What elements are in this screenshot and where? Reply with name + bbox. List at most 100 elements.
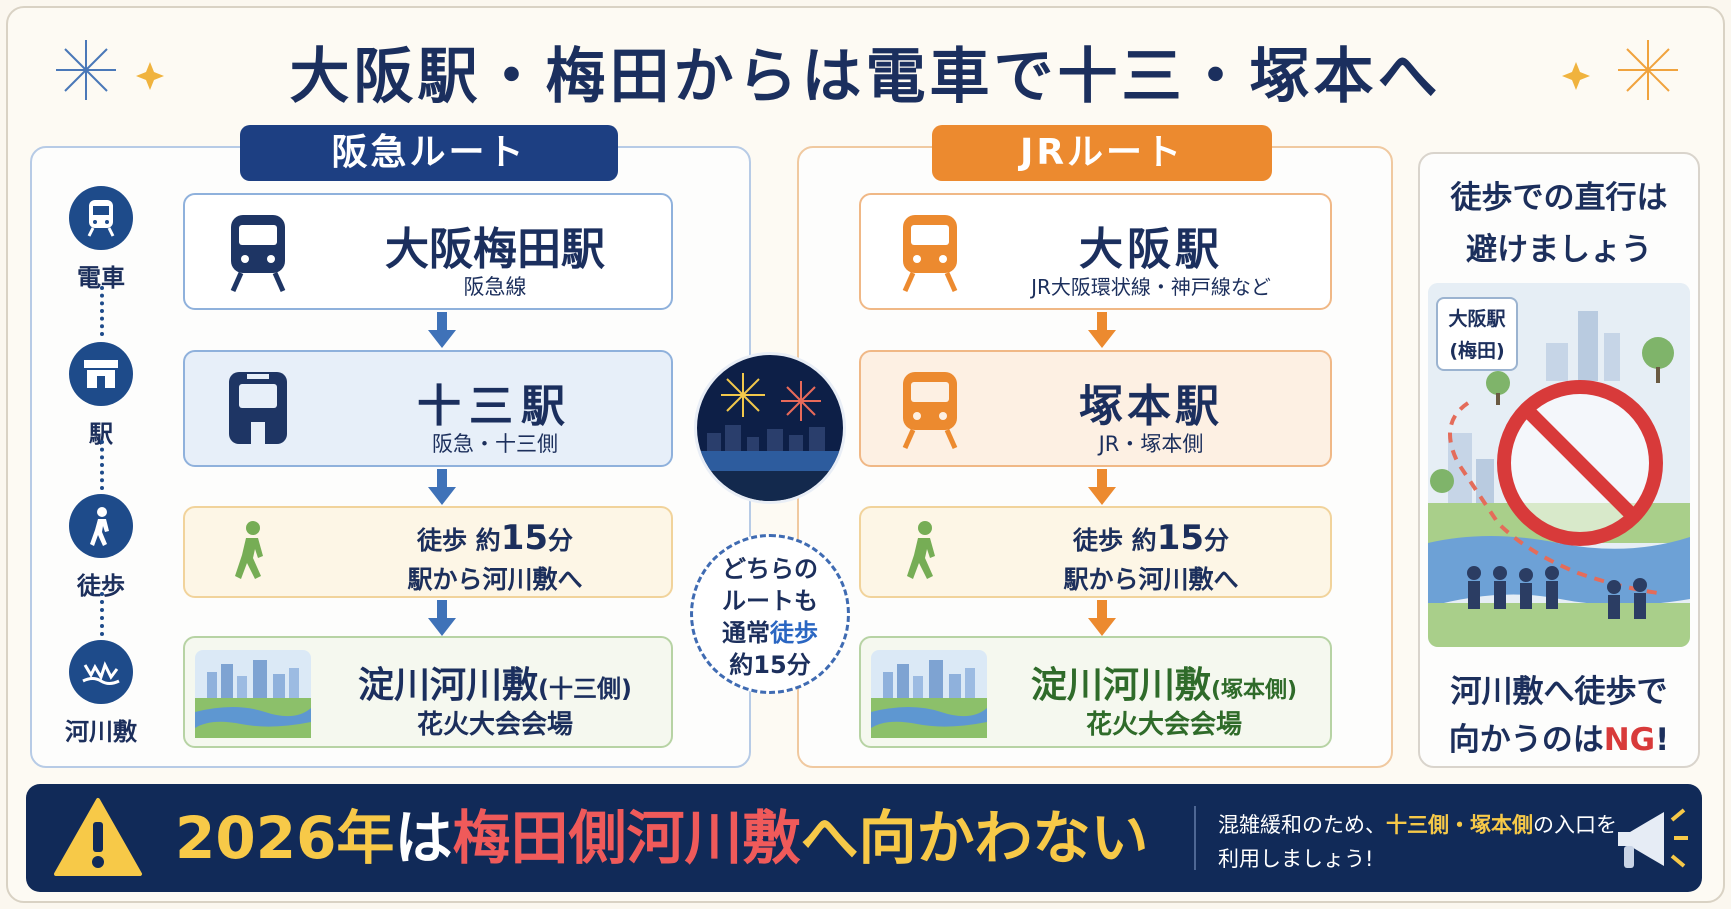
walk-time-label: 徒歩 約	[416, 526, 501, 555]
walking-time-note: どちらの ルートも 通常徒歩 約15分	[690, 534, 850, 694]
warning-icon	[54, 798, 142, 876]
note-text: の入口を	[1533, 813, 1617, 837]
line-name: 阪急線	[463, 275, 527, 299]
venue-label: 花火大会会場	[1085, 710, 1242, 740]
station-name: 十三駅	[417, 381, 573, 432]
note-highlight: 十三側・塚本側	[1386, 813, 1533, 837]
walk-unit: 分	[548, 526, 574, 555]
note-line: 通常徒歩	[693, 617, 847, 649]
riverbank-image	[195, 650, 311, 738]
ng-message: 河川敷へ徒歩で 向かうのはNG!	[1418, 668, 1700, 764]
page-title: 大阪駅・梅田からは電車で十三・塚本へ	[289, 42, 1442, 112]
note-line: どちらの	[722, 555, 818, 583]
legend-station: 駅	[60, 342, 142, 449]
train-icon	[69, 186, 133, 250]
walk-minutes: 15	[1156, 518, 1205, 558]
venue-name-text: 淀川河川敷	[1030, 665, 1211, 706]
banner-location: 梅田側河川敷	[452, 804, 801, 872]
arrow-down-icon	[1088, 600, 1116, 636]
venue-side: (十三側)	[538, 675, 632, 703]
jr-step-walk: 徒歩 約15分 駅から河川敷へ	[859, 506, 1332, 598]
megaphone-icon	[1618, 808, 1688, 868]
walk-minutes: 15	[500, 518, 549, 558]
walk-unit: 分	[1204, 526, 1230, 555]
ng-title-line: 徒歩での直行は	[1450, 180, 1668, 216]
banner-divider	[1194, 806, 1196, 870]
walking-person-icon	[69, 494, 133, 558]
banner-headline: 2026年は梅田側河川敷へ向かわない	[175, 797, 1148, 879]
note-highlight: 徒歩	[770, 619, 818, 647]
station-name: 塚本駅	[1079, 381, 1223, 432]
station-name: 大阪梅田駅	[385, 224, 605, 275]
train-icon	[902, 215, 958, 293]
legend-riverbank: 河川敷	[60, 640, 142, 747]
ng-title: 徒歩での直行は 避けましょう	[1418, 172, 1700, 276]
ng-label: NG	[1603, 722, 1656, 758]
warning-banner	[26, 784, 1702, 892]
train-icon	[230, 215, 286, 293]
venue-name: 淀川河川敷(塚本側)	[999, 656, 1329, 708]
banner-note: 混雑緩和のため、十三側・塚本側の入口を利用しましょう!	[1218, 808, 1638, 876]
station-icon	[69, 342, 133, 406]
fireworks-illustration	[694, 352, 846, 504]
note-line: ルートも	[722, 587, 818, 615]
no-walking-illustration: 大阪駅 (梅田)	[1428, 283, 1690, 647]
ng-message-line: 向かうのはNG!	[1418, 716, 1700, 764]
walk-time: 徒歩 約15分	[981, 518, 1321, 558]
legend-train: 電車	[60, 186, 142, 293]
station-name: 大阪駅	[1079, 224, 1223, 275]
note-text: 利用しましょう!	[1218, 847, 1374, 871]
line-name: JR・塚本側	[1098, 432, 1204, 456]
jr-step-tsukamoto: 塚本駅 JR・塚本側	[859, 350, 1332, 467]
walk-time: 徒歩 約15分	[325, 518, 665, 558]
walk-destination: 駅から河川敷へ	[407, 565, 583, 594]
legend-label: 河川敷	[65, 718, 137, 746]
train-icon	[229, 372, 287, 444]
banner-action: へ向かわない	[800, 804, 1149, 872]
walk-time-label: 徒歩 約	[1072, 526, 1157, 555]
riverbank-image	[871, 650, 987, 738]
line-name: JR大阪環状線・神戸線など	[1031, 275, 1271, 299]
venue-name-text: 淀川河川敷	[358, 665, 539, 706]
venue-label: 花火大会会場	[416, 710, 573, 740]
arrow-down-icon	[428, 469, 456, 505]
ng-message-text: 向かうのは	[1448, 722, 1604, 758]
jr-route-tag: JRルート	[932, 125, 1272, 181]
arrow-down-icon	[1088, 469, 1116, 505]
note-line: 約15分	[729, 651, 811, 679]
arrow-down-icon	[428, 600, 456, 636]
legend-walk: 徒歩	[60, 494, 142, 601]
label-line: (梅田)	[1449, 340, 1505, 362]
venue-name: 淀川河川敷(十三側)	[325, 656, 665, 708]
ng-message-text: !	[1655, 722, 1670, 758]
jr-step-osaka: 大阪駅 JR大阪環状線・神戸線など	[859, 193, 1332, 310]
arrow-down-icon	[1088, 312, 1116, 348]
legend-connector	[100, 286, 104, 336]
label-line: 大阪駅	[1448, 308, 1506, 330]
banner-year: 2026年	[175, 804, 395, 872]
hankyu-step-riverbank: 淀川河川敷(十三側) 花火大会会場	[183, 636, 673, 748]
firework-decoration-icon	[56, 40, 164, 100]
walking-person-icon	[907, 521, 935, 579]
ng-title-line: 避けましょう	[1466, 232, 1652, 268]
venue-side: (塚本側)	[1210, 678, 1298, 703]
legend-connector	[100, 592, 104, 636]
osaka-station-label: 大阪駅 (梅田)	[1436, 297, 1518, 371]
walking-person-icon	[235, 521, 263, 579]
arrow-down-icon	[428, 312, 456, 348]
banner-particle: は	[394, 804, 453, 872]
hankyu-step-umeda: 大阪梅田駅 阪急線	[183, 193, 673, 310]
legend-connector	[100, 440, 104, 490]
hankyu-step-juso: 十三駅 阪急・十三側	[183, 350, 673, 467]
jr-step-riverbank: 淀川河川敷(塚本側) 花火大会会場	[859, 636, 1332, 748]
hankyu-step-walk: 徒歩 約15分 駅から河川敷へ	[183, 506, 673, 598]
walk-destination: 駅から河川敷へ	[1063, 565, 1239, 594]
firework-decoration-icon	[1562, 40, 1678, 100]
note-text: 混雑緩和のため、	[1218, 813, 1386, 837]
line-name: 阪急・十三側	[432, 432, 558, 456]
hankyu-route-tag: 阪急ルート	[240, 125, 618, 181]
train-icon	[902, 372, 958, 450]
ng-message-line: 河川敷へ徒歩で	[1450, 674, 1668, 710]
riverbank-icon	[69, 640, 133, 704]
note-text: 通常	[722, 619, 770, 647]
